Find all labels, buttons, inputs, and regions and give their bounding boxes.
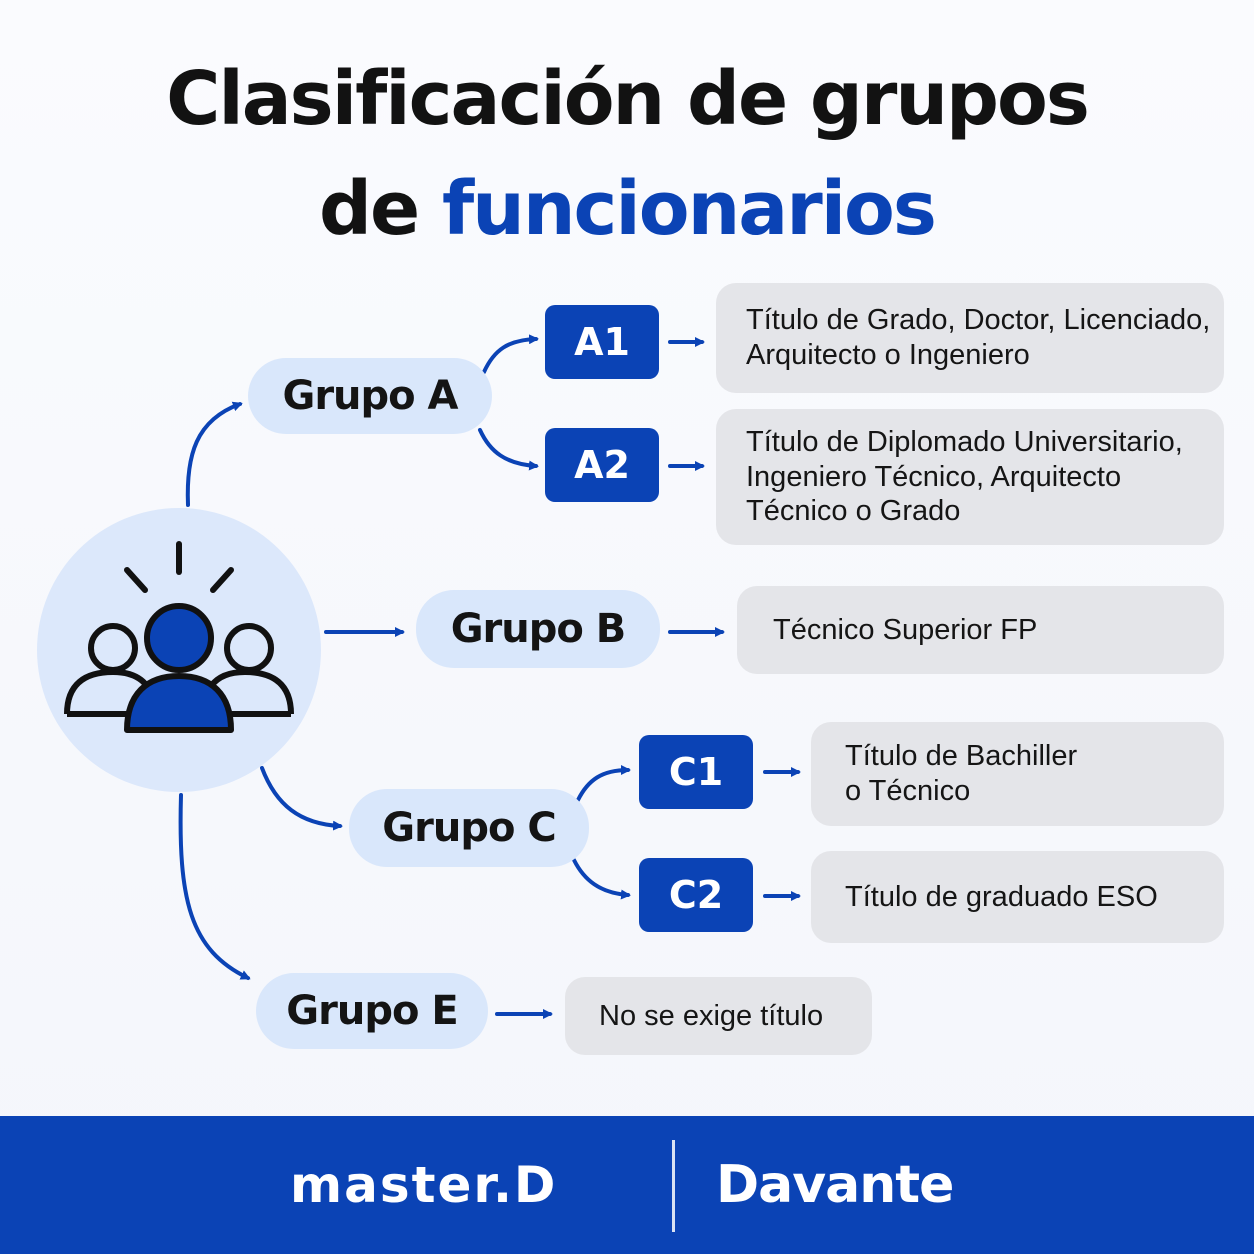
a2-badge: A2 [545,428,659,502]
c2-requirement-box: Título de graduado ESO [811,851,1224,943]
grupo-e-pill: Grupo E [256,973,488,1049]
a2-requirement: Título de Diplomado Universitario, Ingen… [746,425,1183,528]
title-prefix: de [319,166,442,252]
a1-badge: A1 [545,305,659,379]
c1-requirement-box: Título de Bachiller o Técnico [811,722,1224,826]
grupo-e-label: Grupo E [286,988,458,1034]
title-accent-word: funcionarios [441,166,937,252]
c2-badge: C2 [639,858,753,932]
grupo-c-label: Grupo C [382,805,556,851]
title-line-2: de funcionarios [0,172,1254,246]
c1-badge: C1 [639,735,753,809]
people-group-icon [64,541,294,733]
davante-logo: Davante [716,1116,954,1254]
footer-divider [672,1140,675,1232]
master-d-wordmark: master.D [290,1156,558,1214]
footer-bar: master.D Davante [0,1116,1254,1254]
master-d-logo: master.D [290,1116,557,1254]
arrow-hub-to-grupo-e [178,793,251,980]
grupo-a-label: Grupo A [282,373,458,419]
grupo-b-pill: Grupo B [416,590,660,668]
grupo-e-requirement-box: No se exige título [565,977,872,1055]
arrow-grupo-a-to-a2 [478,428,539,471]
c1-code: C1 [668,750,724,794]
hub-circle [37,508,321,792]
c1-requirement: Título de Bachiller o Técnico [845,740,1078,807]
arrow-grupo-a-to-a1 [482,334,539,374]
grupo-b-requirement: Técnico Superior FP [773,613,1038,646]
grupo-b-label: Grupo B [450,606,627,652]
grupo-b-requirement-box: Técnico Superior FP [737,586,1224,674]
a1-code: A1 [574,320,630,364]
grupo-e-requirement: No se exige título [599,999,824,1032]
a1-requirement: Título de Grado, Doctor, Licenciado, Arq… [746,304,1211,371]
arrow-grupo-c-to-c2 [572,858,631,900]
davante-wordmark: Davante [716,1155,954,1215]
title-line-1: Clasificación de grupos [166,56,1090,142]
c2-code: C2 [668,873,724,917]
a2-code: A2 [574,443,630,487]
grupo-a-pill: Grupo A [248,358,492,434]
grupo-c-pill: Grupo C [349,789,589,867]
a2-requirement-box: Título de Diplomado Universitario, Ingen… [716,409,1224,545]
arrow-hub-to-grupo-c [260,766,343,831]
arrow-grupo-c-to-c1 [576,765,631,802]
arrow-hub-to-grupo-a [185,401,243,507]
a1-requirement-box: Título de Grado, Doctor, Licenciado, Arq… [716,283,1224,393]
c2-requirement: Título de graduado ESO [845,880,1158,913]
